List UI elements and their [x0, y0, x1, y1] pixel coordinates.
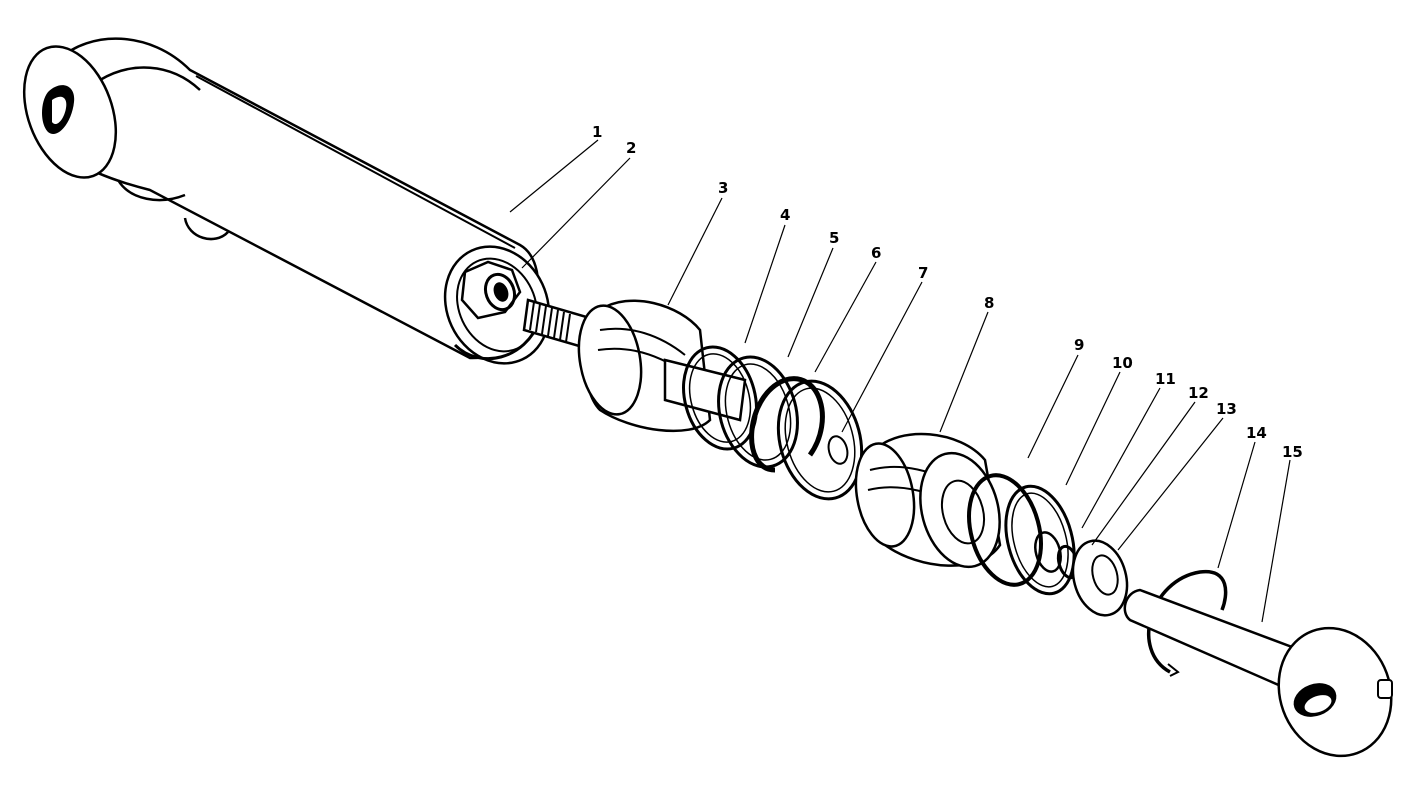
part-5-ring [717, 355, 799, 469]
leader-lines [509, 139, 1291, 623]
part-15-piston-rod [1123, 588, 1393, 758]
part-1-cylinder-barrel [22, 37, 551, 365]
callout-10: 10 [1112, 354, 1133, 372]
callout-1: 1 [592, 123, 602, 141]
callout-9: 9 [1074, 336, 1084, 354]
callout-8: 8 [984, 294, 994, 312]
part-6-split-ring [749, 376, 825, 473]
part-14-snap-ring [1146, 570, 1228, 677]
callout-labels: 1 2 3 4 5 6 7 8 9 10 11 12 13 14 15 [592, 123, 1303, 461]
callout-3: 3 [718, 179, 728, 197]
part-9-o-ring [967, 473, 1043, 587]
callout-7: 7 [918, 264, 928, 282]
callout-15: 15 [1282, 443, 1303, 461]
part-8-gland [854, 432, 1002, 569]
callout-6: 6 [871, 244, 881, 262]
callout-5: 5 [829, 229, 839, 247]
callout-2: 2 [626, 139, 636, 157]
part-13-bushing [1071, 539, 1129, 617]
callout-11: 11 [1155, 370, 1176, 388]
callout-13: 13 [1216, 400, 1237, 418]
callout-4: 4 [780, 206, 790, 224]
part-10-ring [1004, 484, 1076, 596]
callout-14: 14 [1246, 424, 1267, 442]
callout-12: 12 [1188, 384, 1209, 402]
part-7-o-ring [776, 379, 864, 501]
part-2-nut [460, 260, 522, 320]
